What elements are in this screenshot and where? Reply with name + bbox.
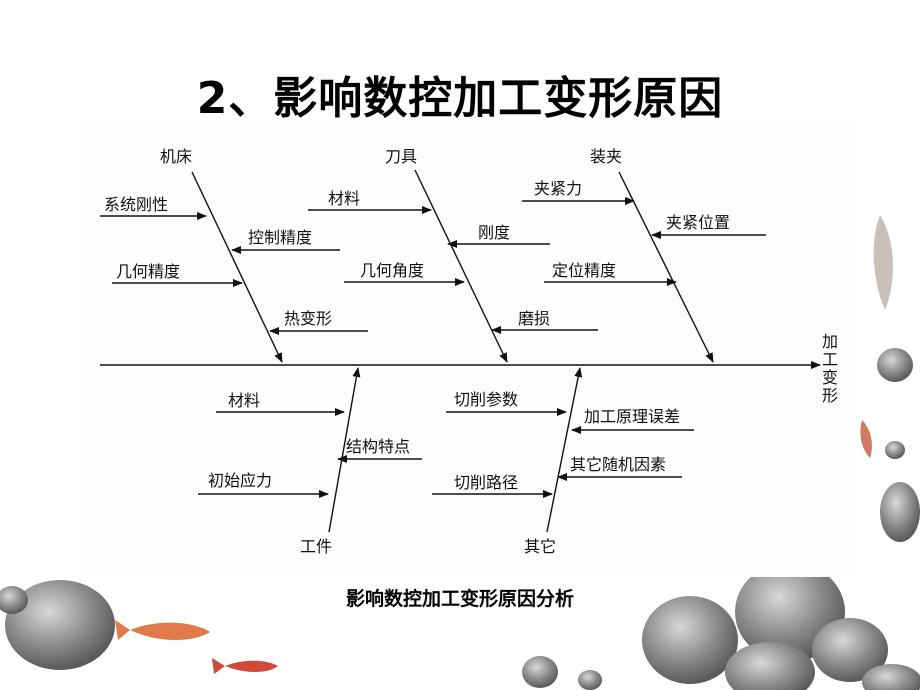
diagram-caption: 影响数控加工变形原因分析 — [345, 588, 574, 610]
fishbone-diagram: 机床 刀具 装夹 工件 其它 系统刚性 控制精度 几何精度 热变形 材料 刚度 … — [82, 122, 852, 577]
category-workpiece: 工件 — [300, 537, 332, 556]
category-tool: 刀具 — [385, 147, 417, 166]
category-other: 其它 — [524, 537, 556, 556]
effect-char-2: 工 — [822, 350, 838, 369]
category-machine: 机床 — [160, 147, 192, 166]
cause-initial-stress: 初始应力 — [208, 471, 272, 490]
cause-random-factors: 其它随机因素 — [570, 455, 666, 474]
cause-cutting-params: 切削参数 — [454, 390, 518, 409]
cause-clamping-position: 夹紧位置 — [666, 213, 730, 232]
cause-workpiece-material: 材料 — [228, 391, 260, 410]
cause-cutting-path: 切削路径 — [454, 473, 518, 492]
bone-tool — [414, 169, 508, 363]
cause-tool-wear: 磨损 — [518, 309, 550, 328]
effect-char-1: 加 — [822, 332, 838, 351]
cause-control-precision: 控制精度 — [248, 228, 312, 247]
cause-positioning-precision: 定位精度 — [552, 261, 616, 280]
effect-char-4: 形 — [822, 386, 838, 405]
cause-clamping-force: 夹紧力 — [534, 179, 582, 198]
category-fixture: 装夹 — [590, 147, 622, 166]
cause-principle-error: 加工原理误差 — [584, 407, 680, 426]
bone-other — [546, 367, 583, 533]
cause-thermal-deformation: 热变形 — [284, 309, 332, 328]
cause-structure: 结构特点 — [346, 437, 410, 456]
slide-title: 2、影响数控加工变形原因 — [196, 73, 724, 124]
cause-geometric-precision: 几何精度 — [116, 262, 180, 281]
fishbone-svg: 机床 刀具 装夹 工件 其它 系统刚性 控制精度 几何精度 热变形 材料 刚度 … — [100, 147, 838, 556]
cause-system-rigidity: 系统刚性 — [104, 195, 168, 214]
cause-geometric-angle: 几何角度 — [360, 261, 424, 280]
bone-machine — [191, 171, 283, 363]
cause-tool-rigidity: 刚度 — [478, 223, 510, 242]
bone-workpiece — [328, 367, 361, 533]
cause-tool-material: 材料 — [328, 189, 360, 208]
effect-char-3: 变 — [822, 368, 838, 387]
